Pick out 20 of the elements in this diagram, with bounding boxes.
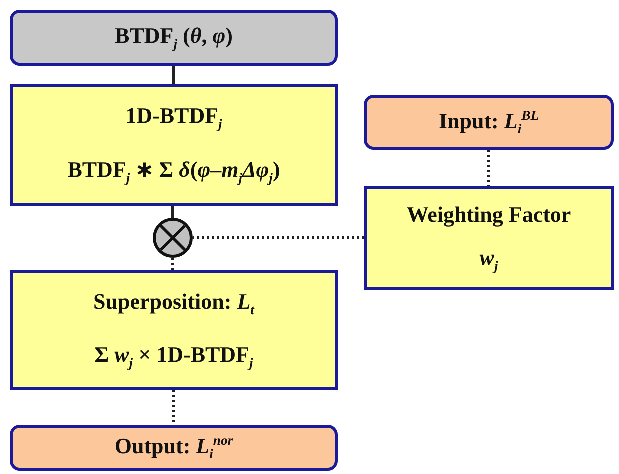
connector-line bbox=[488, 150, 490, 186]
process-box bbox=[10, 84, 338, 206]
node-title: Weighting Factor bbox=[406, 202, 572, 228]
connector-line bbox=[172, 390, 176, 425]
process-box bbox=[364, 186, 614, 290]
connector-line bbox=[172, 66, 176, 84]
connector-line bbox=[193, 236, 364, 240]
terminal-box bbox=[10, 425, 338, 471]
formula-text: BTDF$_{j}$ ∗ Σ δ(φ–m$_{j}$Δφ$_{j}$) bbox=[68, 157, 280, 187]
formula-text: Σ w$_{j}$ × 1D-BTDF$_{j}$ bbox=[94, 342, 254, 372]
connector-line bbox=[172, 206, 174, 218]
connector-line bbox=[172, 258, 174, 270]
terminal-box bbox=[10, 10, 338, 66]
process-box bbox=[10, 270, 338, 390]
terminal-box bbox=[364, 95, 614, 150]
node-title: BTDF$_{j}$ (θ, φ) bbox=[115, 23, 233, 53]
node-title: 1D-BTDF$_{j}$ bbox=[126, 103, 222, 133]
formula-text: w$_{j}$ bbox=[480, 244, 498, 274]
multiply-operator-icon bbox=[153, 218, 193, 258]
node-title: Superposition: L$_{t}$ bbox=[94, 288, 254, 318]
